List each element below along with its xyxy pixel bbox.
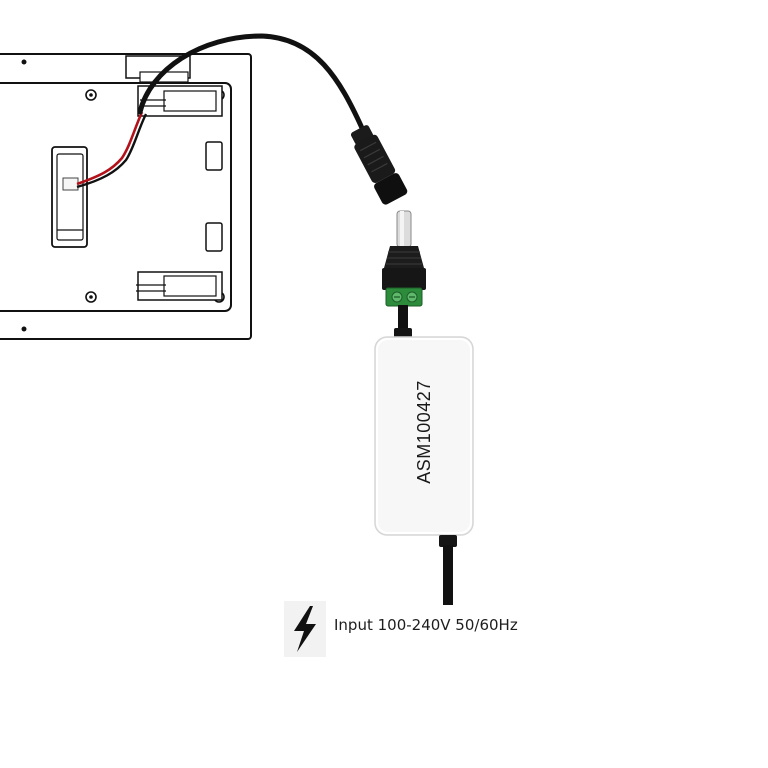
screw-icon bbox=[85, 291, 97, 303]
screw-terminal bbox=[385, 287, 423, 307]
ac-input-cord bbox=[439, 535, 457, 547]
dc-cable bbox=[137, 33, 365, 131]
input-spec-caption: Input 100-240V 50/60Hz bbox=[334, 616, 518, 634]
power-adapter: ASM100427 bbox=[374, 336, 474, 536]
internal-wires bbox=[76, 111, 148, 189]
battery-plate bbox=[0, 53, 252, 340]
dc-output-cord bbox=[398, 305, 408, 339]
adapter-model-label: ASM100427 bbox=[414, 380, 434, 484]
lightning-bolt-icon bbox=[284, 601, 326, 657]
female-dc-jack bbox=[350, 125, 408, 205]
male-dc-plug bbox=[382, 210, 426, 290]
screw-icon bbox=[85, 89, 97, 101]
